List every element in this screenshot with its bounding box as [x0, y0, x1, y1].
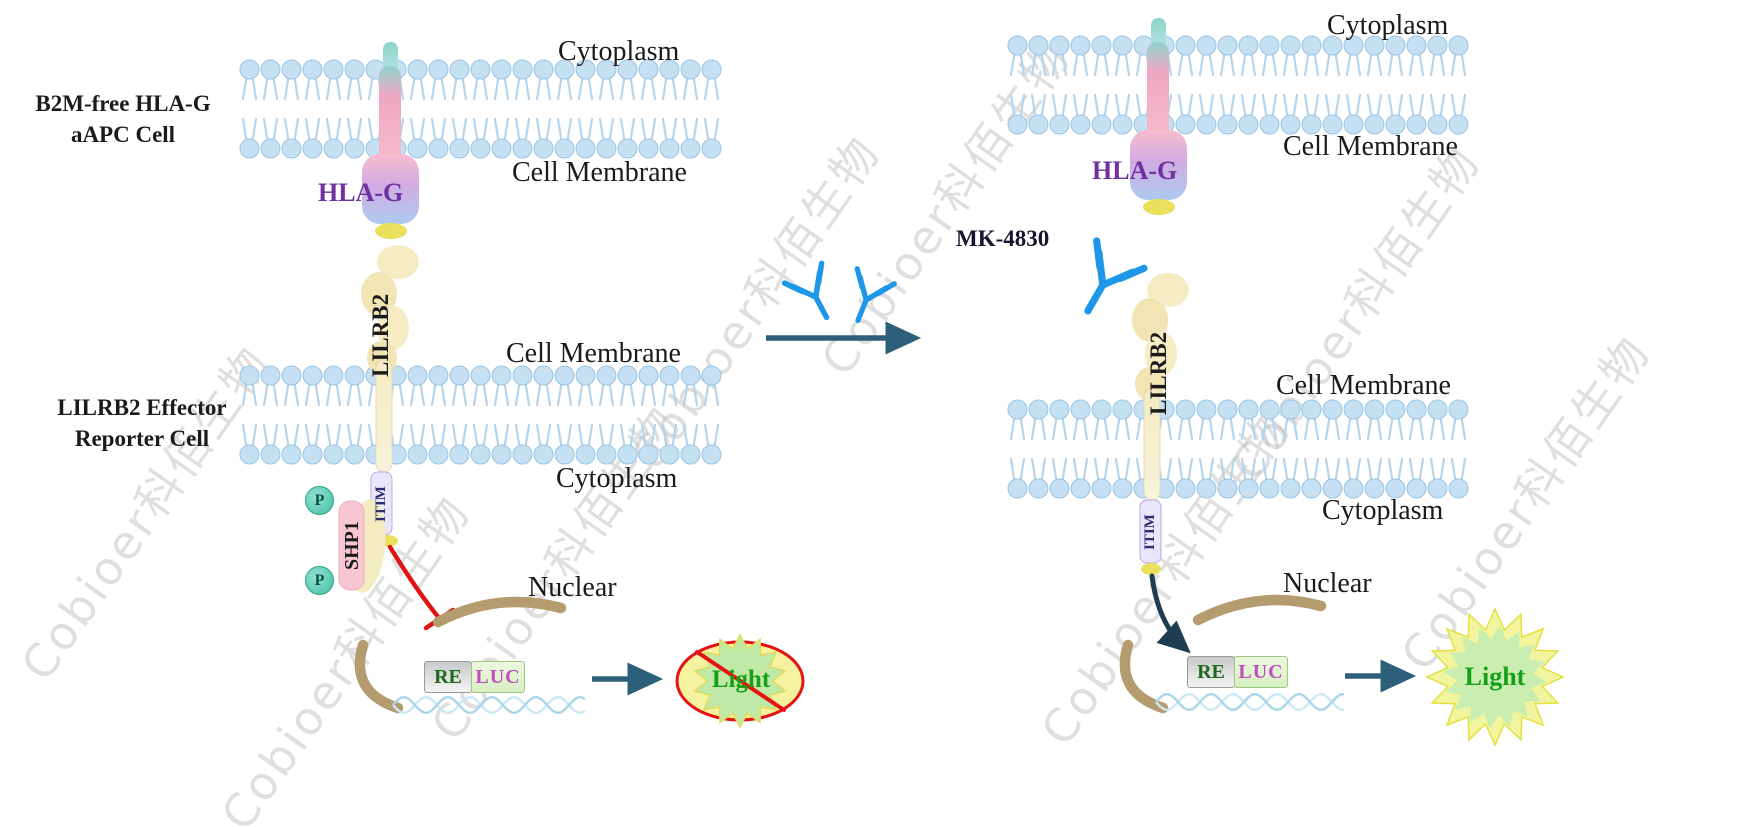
itim-box-right: [1139, 499, 1162, 564]
nucleus-right: [1119, 594, 1327, 714]
cytoplasm-label-top-right: Cytoplasm: [1327, 10, 1449, 41]
phosphate-label: P: [314, 491, 325, 509]
mk4830-label: MK-4830: [956, 226, 1050, 251]
peptide-right: [1143, 199, 1175, 215]
hla-g-label-left: HLA-G: [318, 178, 404, 207]
nucleus-left: [354, 596, 567, 714]
membrane-aapc-right: [1007, 35, 1469, 135]
lilrb2-label-left: LILRB2: [368, 293, 393, 377]
luc-box-left: LUC: [471, 661, 525, 693]
inhibition-line: [387, 544, 442, 621]
reporter-cell-title: LILRB2 Effector Reporter Cell: [20, 392, 264, 454]
reporter-cell-title-line2: Reporter Cell: [74, 426, 210, 451]
dna-helix-left: [392, 695, 586, 715]
re-box-right: RE: [1187, 656, 1235, 688]
phosphate-badge-top: P: [305, 486, 334, 515]
luc-label: LUC: [475, 665, 521, 688]
lilrb2-receptor-left: [361, 245, 419, 547]
re-label: RE: [434, 665, 462, 688]
cytoplasm-label-bottom-left: Cytoplasm: [556, 463, 678, 494]
dna-helix-right: [1155, 692, 1345, 712]
nuclear-label-left: Nuclear: [528, 572, 617, 603]
cytoplasm-label-top-left: Cytoplasm: [558, 36, 680, 67]
activation-arrow: [1149, 573, 1191, 654]
cell-membrane-label-top-left: Cell Membrane: [512, 157, 687, 188]
aapc-cell-title-line2: aAPC Cell: [70, 122, 176, 147]
hla-g-protein-left: [362, 42, 419, 239]
shp1-label-left: SHP1: [341, 521, 363, 571]
antibody-icon-right: [1064, 241, 1144, 325]
cell-membrane-label-top-right: Cell Membrane: [1283, 131, 1458, 162]
antibody-icon: [785, 263, 846, 327]
luc-label: LUC: [1238, 660, 1284, 683]
membrane-reporter-left: [239, 365, 722, 465]
re-box-left: RE: [424, 661, 472, 693]
antibody-icon: [1064, 241, 1144, 325]
antibody-icon: [839, 269, 894, 328]
phosphate-badge-bottom: P: [305, 566, 334, 595]
light-burst: [1425, 607, 1565, 747]
hla-g-protein-right: [1130, 18, 1187, 215]
cell-membrane-label-mid-left: Cell Membrane: [506, 338, 681, 369]
cytoplasm-label-bottom-right: Cytoplasm: [1322, 495, 1444, 526]
itim-label-right: ITIM: [1142, 514, 1158, 550]
nuclear-label-right: Nuclear: [1283, 568, 1372, 599]
lilrb2-receptor-right: [1132, 273, 1189, 575]
aapc-cell-title-line1: B2M-free HLA-G: [35, 91, 211, 116]
aapc-cell-title: B2M-free HLA-G aAPC Cell: [12, 88, 234, 150]
blocked-light-symbol: [675, 633, 805, 729]
re-label: RE: [1197, 660, 1225, 683]
reporter-cell-title-line1: LILRB2 Effector: [57, 395, 227, 420]
light-label-left: Light: [711, 666, 771, 693]
membrane-aapc-left: [239, 59, 722, 159]
light-label-right: Light: [1464, 662, 1526, 691]
hla-g-label-right: HLA-G: [1092, 156, 1178, 185]
peptide-left: [375, 223, 407, 239]
membrane-reporter-right: [1007, 399, 1469, 499]
cell-membrane-label-mid-right: Cell Membrane: [1276, 370, 1451, 401]
luc-box-right: LUC: [1234, 656, 1288, 688]
itim-label-left: ITIM: [373, 486, 389, 522]
lilrb2-label-right: LILRB2: [1146, 331, 1171, 415]
antibody-icons-middle: [785, 263, 895, 327]
phosphate-label: P: [314, 571, 325, 589]
shp1-complex: [338, 499, 386, 593]
